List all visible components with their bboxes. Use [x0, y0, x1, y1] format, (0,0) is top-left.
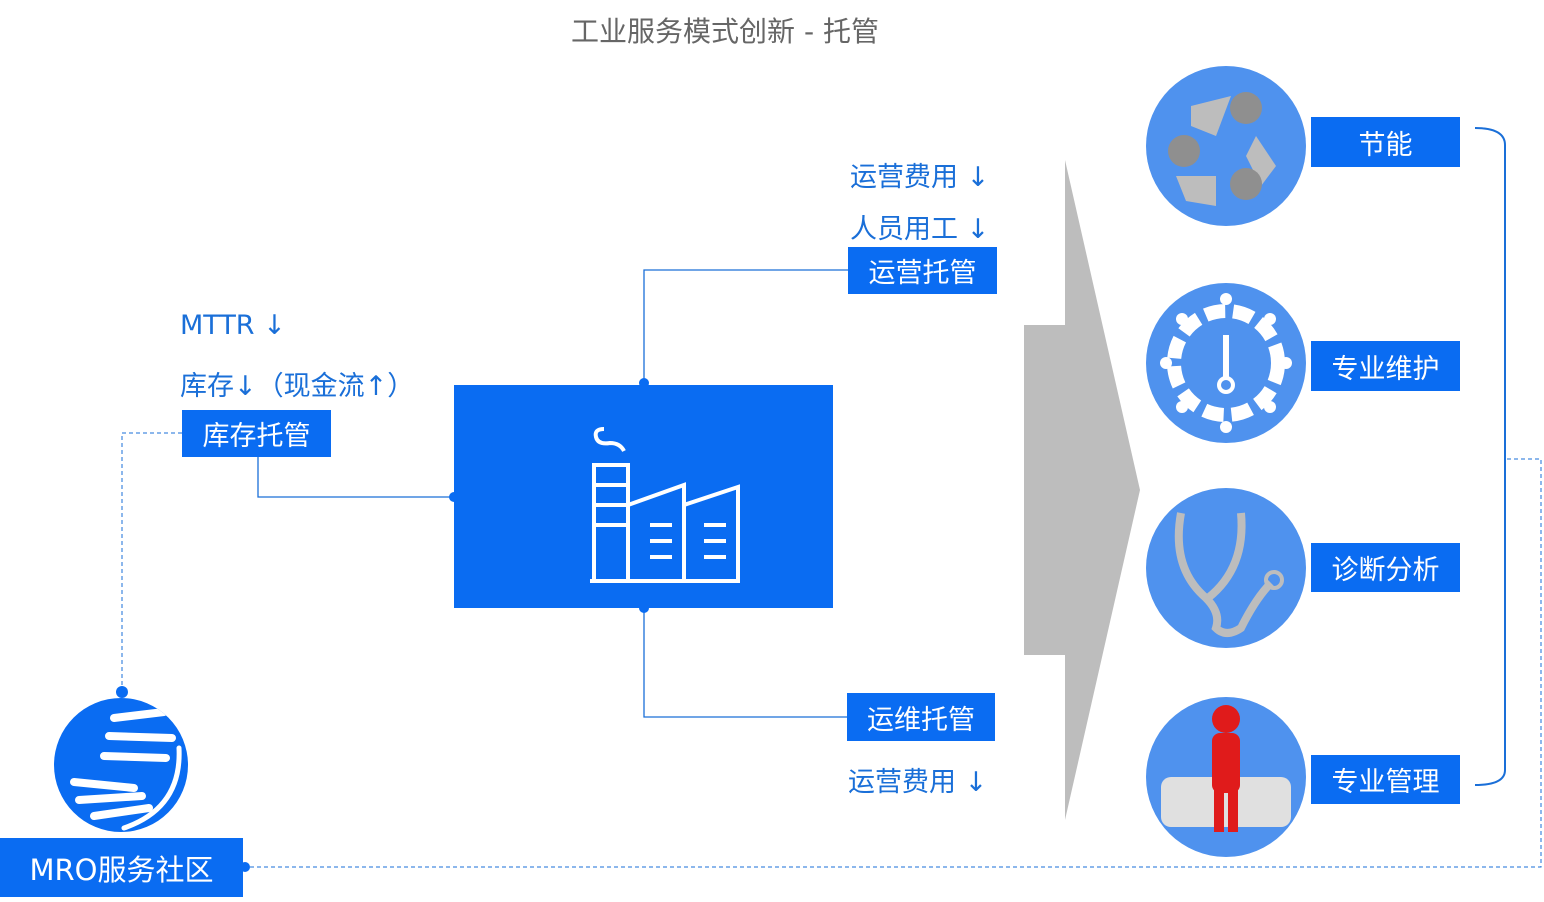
- factory-box: [454, 385, 833, 608]
- recycle-icon: [1146, 66, 1306, 226]
- benefit-diagnosis: 诊断分析: [1311, 543, 1460, 592]
- tag-mro-community: MRO服务社区: [0, 838, 243, 897]
- left-connector: [257, 457, 454, 498]
- tag-operation-custody: 运营托管: [848, 247, 997, 294]
- benefit-energy-saving: 节能: [1311, 117, 1460, 167]
- note-inventory: 库存↓（现金流↑）: [180, 371, 415, 402]
- bottom-connector: [643, 608, 847, 718]
- benefit-management: 专业管理: [1311, 755, 1460, 804]
- stethoscope-icon: [1146, 488, 1306, 648]
- gear-wrench-icon: [1146, 283, 1306, 443]
- note-mttr: MTTR ↓: [180, 310, 286, 341]
- benefit-maintenance: 专业维护: [1311, 341, 1460, 391]
- team-leader-icon: [1146, 697, 1306, 857]
- tag-maintenance-custody: 运维托管: [847, 693, 995, 741]
- factory-icon: [590, 427, 740, 583]
- note-opex-2: 运营费用 ↓: [848, 767, 988, 798]
- mro-logo-icon: [54, 698, 188, 832]
- big-arrow: [1024, 160, 1140, 820]
- tag-inventory-custody: 库存托管: [182, 410, 331, 457]
- page-title: 工业服务模式创新 - 托管: [571, 15, 879, 48]
- dotted-link-left: [121, 432, 182, 692]
- top-connector: [643, 269, 848, 383]
- note-labor: 人员用工 ↓: [850, 214, 990, 245]
- dotted-link-bottom: [243, 458, 1542, 868]
- bracket: [1474, 127, 1506, 786]
- note-opex: 运营费用 ↓: [850, 162, 990, 193]
